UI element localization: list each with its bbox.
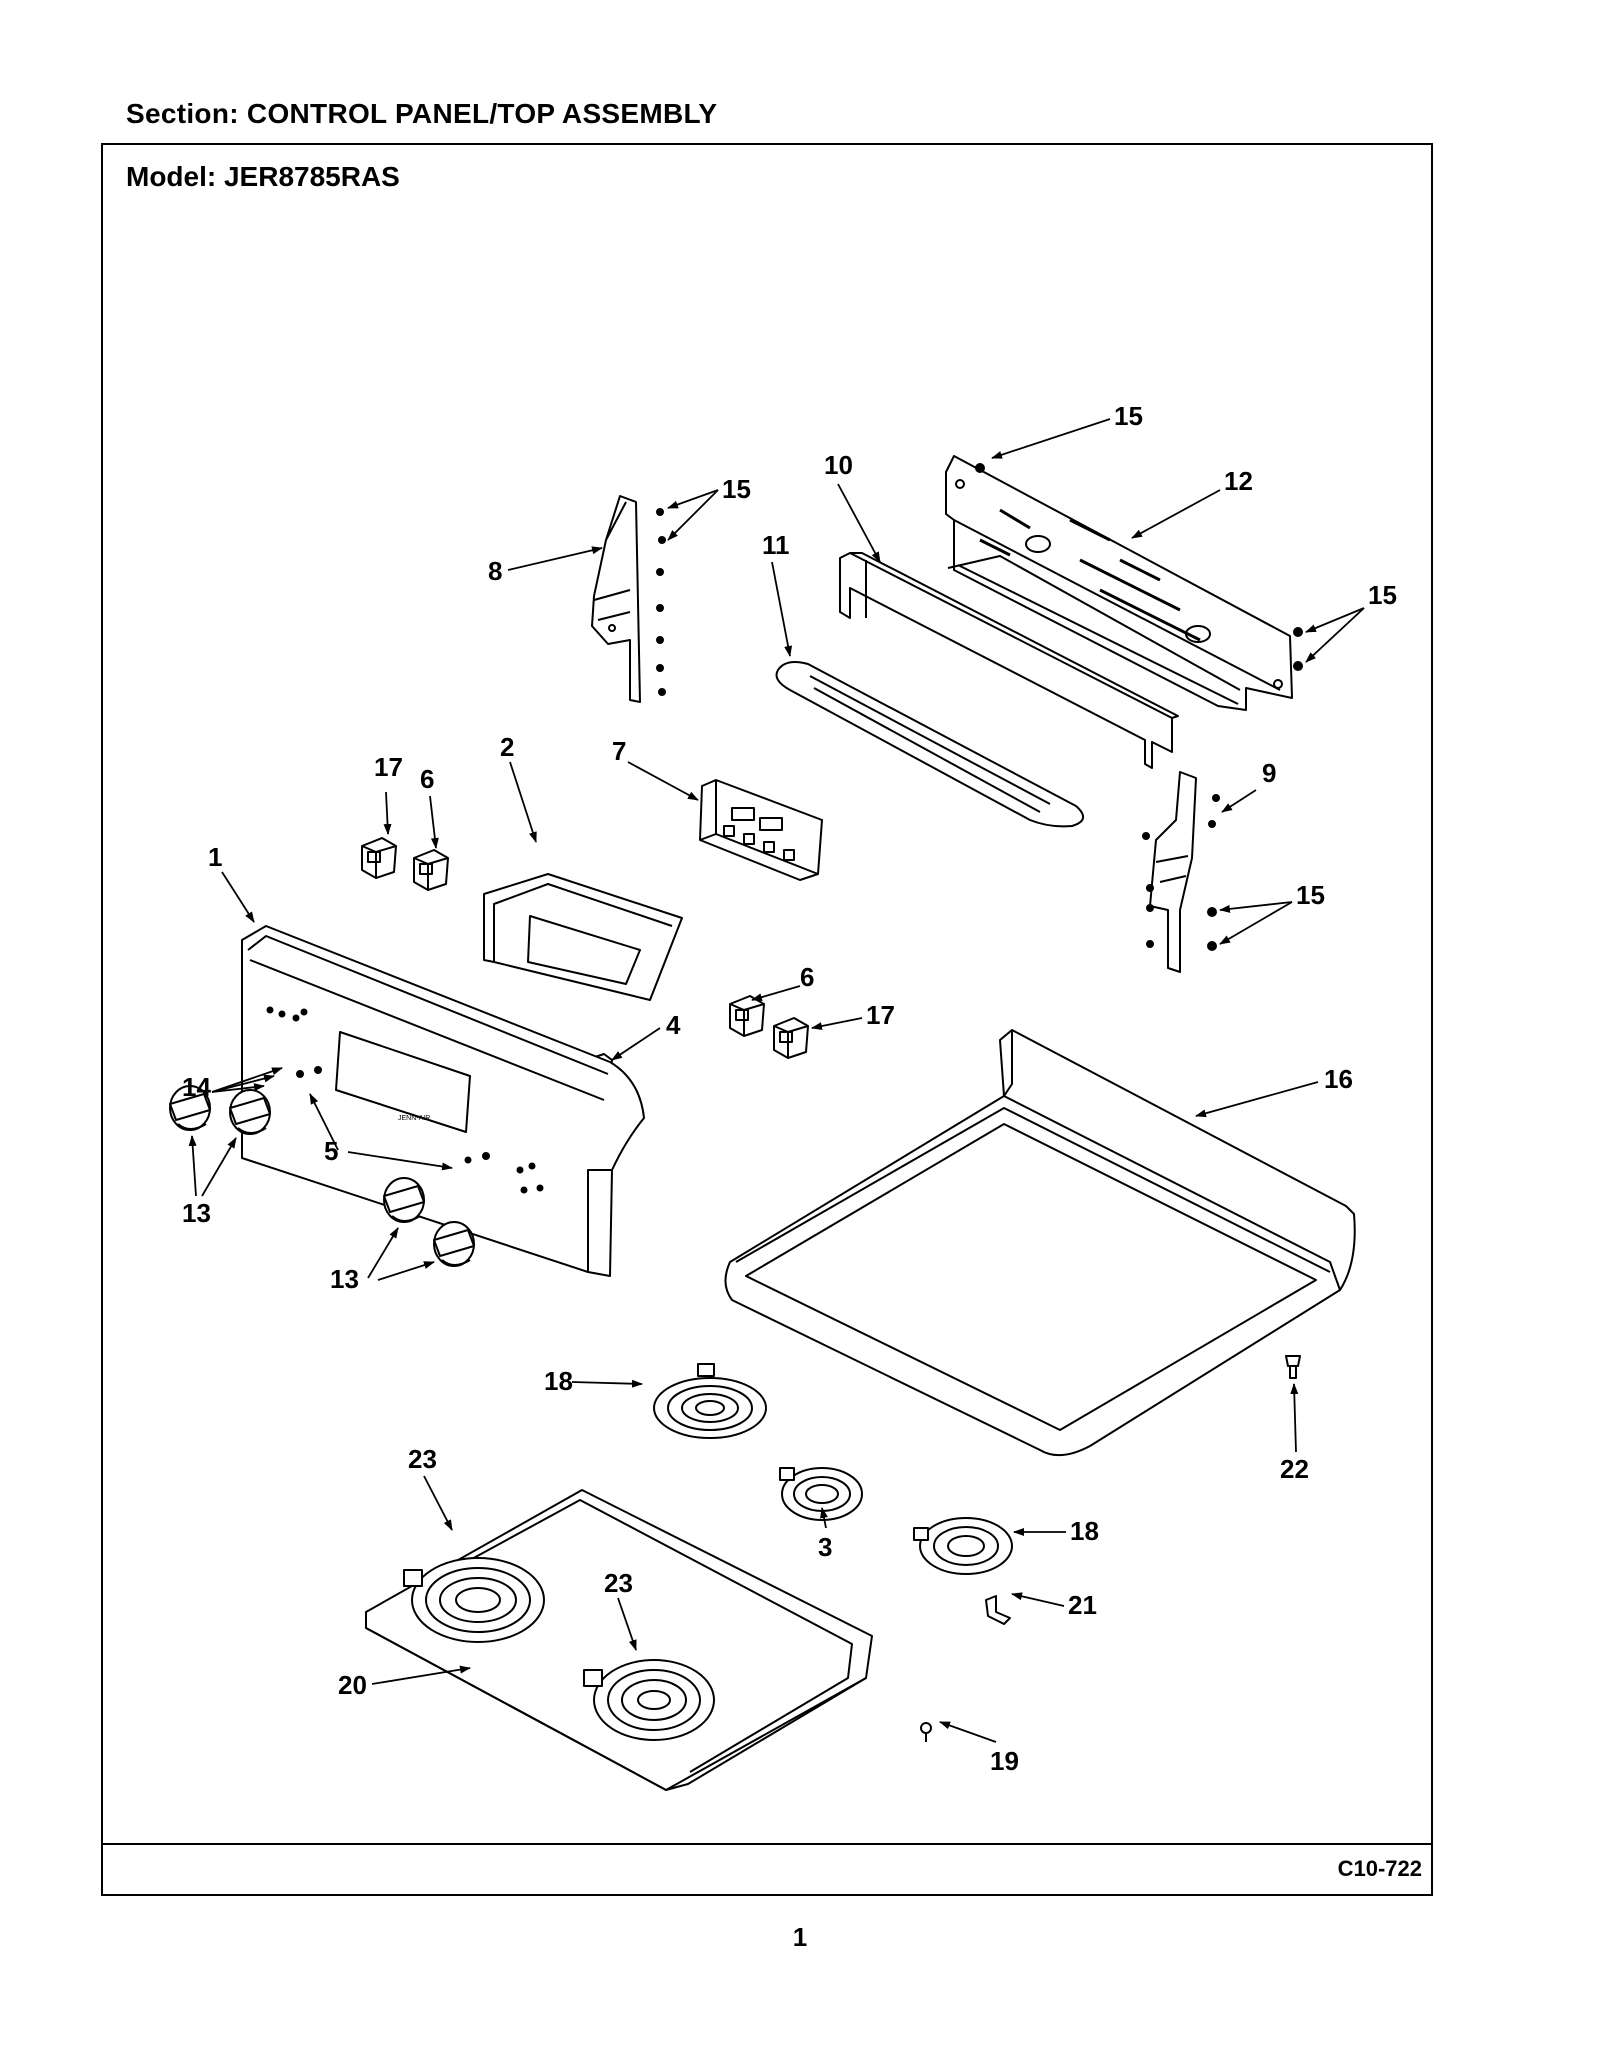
callout-8: 8 xyxy=(488,556,502,586)
element-right xyxy=(913,1517,1013,1575)
callout-6: 6 xyxy=(420,764,434,794)
callout-13: 13 xyxy=(182,1198,211,1228)
backguard-panel: JENN-AIR xyxy=(241,925,645,1277)
cooktop-screw xyxy=(920,1722,932,1742)
callout-22: 22 xyxy=(1280,1454,1309,1484)
callout-18: 18 xyxy=(1070,1516,1099,1546)
callout-16: 16 xyxy=(1324,1064,1353,1094)
callout-3: 3 xyxy=(818,1532,832,1562)
callout-23: 23 xyxy=(408,1444,437,1474)
left-end-bracket xyxy=(591,495,641,703)
element-bracket xyxy=(985,1595,1011,1625)
element-center-front xyxy=(583,1659,715,1741)
right-end-bracket xyxy=(1149,771,1197,973)
callout-17: 17 xyxy=(374,752,403,782)
callout-13: 13 xyxy=(330,1264,359,1294)
radiant-elements xyxy=(403,1363,1013,1741)
section-title: Section: CONTROL PANEL/TOP ASSEMBLY xyxy=(126,98,718,129)
panel-brand-text: JENN-AIR xyxy=(398,1115,430,1122)
electronic-control xyxy=(699,779,823,881)
reference-code: C10-722 xyxy=(1337,1856,1422,1881)
callout-20: 20 xyxy=(338,1670,367,1700)
element-center xyxy=(779,1467,863,1521)
leader-lines xyxy=(188,418,1365,1743)
panel-trim xyxy=(775,661,1084,828)
element-rear-left xyxy=(653,1363,767,1439)
diagram-frame xyxy=(101,143,1433,1896)
callout-9: 9 xyxy=(1262,758,1276,788)
callout-15: 15 xyxy=(1368,580,1397,610)
callout-23: 23 xyxy=(604,1568,633,1598)
callout-15: 15 xyxy=(1296,880,1325,910)
callout-10: 10 xyxy=(824,450,853,480)
callout-15: 15 xyxy=(1114,401,1143,431)
callout-2: 2 xyxy=(500,732,514,762)
callout-12: 12 xyxy=(1224,466,1253,496)
switches-lower xyxy=(729,995,809,1059)
cooktop-glass xyxy=(724,1029,1356,1457)
callout-21: 21 xyxy=(1068,1590,1097,1620)
rear-bracket xyxy=(945,455,1293,711)
callout-15: 15 xyxy=(722,474,751,504)
page-number: 1 xyxy=(792,1922,808,1952)
callout-19: 19 xyxy=(990,1746,1019,1776)
callout-17: 17 xyxy=(866,1000,895,1030)
element-left-front xyxy=(403,1557,545,1643)
footer-divider xyxy=(101,1843,1433,1845)
cooktop-clip xyxy=(1285,1355,1301,1379)
display-window xyxy=(483,873,683,1001)
model-title: Model: JER8785RAS xyxy=(126,161,400,192)
control-knobs xyxy=(169,1085,475,1267)
callout-11: 11 xyxy=(762,530,790,560)
callout-14: 14 xyxy=(182,1072,211,1102)
element-box xyxy=(365,1489,873,1791)
callout-4: 4 xyxy=(666,1010,681,1040)
callout-7: 7 xyxy=(612,736,626,766)
callout-6: 6 xyxy=(800,962,814,992)
callout-18: 18 xyxy=(544,1366,573,1396)
screws xyxy=(656,463,1303,951)
switches-upper xyxy=(361,837,449,891)
callout-1: 1 xyxy=(208,842,222,872)
callout-5: 5 xyxy=(324,1136,338,1166)
front-trim-strip xyxy=(839,552,1179,769)
callout-numbers: 15 15 10 12 11 8 15 2 7 9 17 6 1 15 6 17… xyxy=(182,401,1397,1776)
